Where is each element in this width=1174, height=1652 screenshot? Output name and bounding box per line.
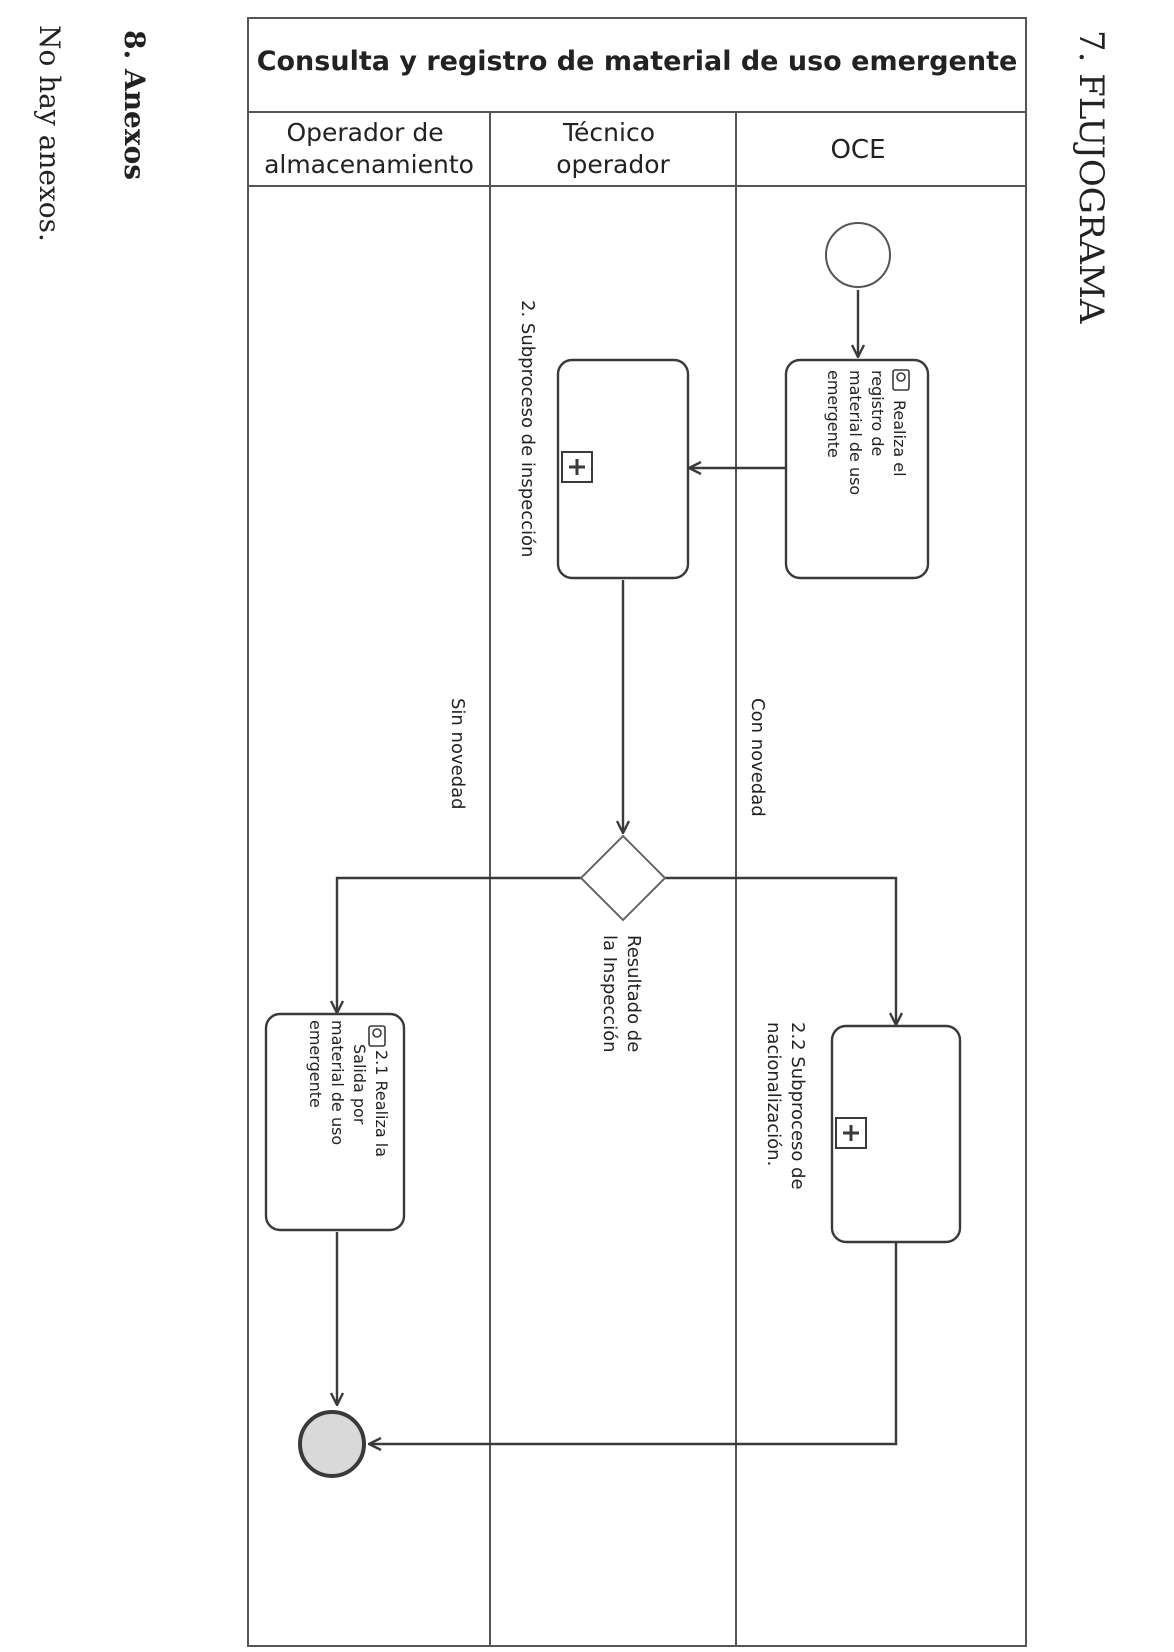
plus-marker-icon — [561, 451, 593, 483]
lane-header-tecnico: Técnico operador — [556, 118, 670, 179]
gateway-label: Resultado de la Inspección — [599, 935, 644, 1058]
lane-header-tecnico-line1: Técnico — [562, 118, 655, 147]
lane-header-tecnico-line2: operador — [556, 150, 670, 179]
task-register-box — [784, 358, 930, 580]
gateway-inspection-result: Resultado de la Inspección — [579, 834, 667, 1058]
user-icon — [892, 369, 910, 391]
user-icon-head — [372, 1028, 382, 1038]
subprocess-nationalization-label: 2.2 Subproceso de nacionalización. — [763, 1022, 808, 1195]
gateway-diamond — [579, 834, 667, 922]
lane-header-almacenamiento: Operador de almacenamiento — [264, 118, 474, 179]
subprocess-inspection: 2. Subproceso de inspección — [517, 300, 690, 580]
gateway-label-line1: Resultado de — [623, 935, 644, 1052]
flow-con-novedad — [665, 876, 896, 1024]
lane-header-oce-line1: OCE — [830, 135, 885, 165]
task-register-line4: emergente — [824, 370, 843, 458]
subprocess-nationalization-line1: 2.2 Subproceso de — [787, 1022, 808, 1190]
task-exit: 2.1 Realiza la Salida por material de us… — [264, 1012, 406, 1232]
task-exit-line3: material de uso — [328, 1020, 347, 1145]
plus-marker-icon — [835, 1117, 867, 1149]
section7-heading: 7. FLUJOGRAMA — [1071, 30, 1111, 324]
lane-header-oce: OCE — [830, 135, 885, 165]
task-register-line3: material de uso — [846, 370, 865, 495]
subprocess-nationalization-line2: nacionalización. — [763, 1022, 784, 1166]
subprocess-nationalization: 2.2 Subproceso de nacionalización. — [763, 1022, 962, 1244]
task-register-line1: Realiza el — [890, 400, 909, 477]
lane-header-almacenamiento-line1: Operador de — [286, 118, 443, 147]
flow-sin-novedad — [337, 876, 581, 1012]
pool — [247, 17, 1027, 1647]
plus-marker-frame — [561, 451, 593, 483]
user-icon — [368, 1025, 386, 1047]
section8-heading: 8. Anexos — [118, 30, 151, 180]
subprocess-inspection-box — [556, 358, 690, 580]
task-exit-line1: 2.1 Realiza la — [372, 1050, 391, 1157]
section8-body: No hay anexos. — [33, 25, 66, 242]
task-register-line2: registro de — [868, 370, 887, 456]
label-con-novedad: Con novedad — [747, 698, 768, 817]
gateway-label-line2: la Inspección — [599, 935, 620, 1053]
task-exit-line4: emergente — [306, 1020, 325, 1108]
flow-nationalization-to-end — [370, 1242, 898, 1444]
task-register-label: Realiza el registro de material de uso e… — [824, 370, 909, 500]
user-icon-body — [368, 1025, 386, 1047]
task-exit-label: 2.1 Realiza la Salida por material de us… — [306, 1020, 391, 1162]
start-event — [825, 222, 891, 288]
task-exit-line2: Salida por — [350, 1044, 369, 1125]
connectors — [337, 290, 896, 1444]
user-icon-body — [892, 369, 910, 391]
end-event — [298, 1410, 366, 1478]
pool-frame — [247, 17, 1027, 1647]
task-exit-box — [264, 1012, 406, 1232]
plus-marker-cross — [843, 1125, 859, 1141]
pool-title: Consulta y registro de material de uso e… — [257, 46, 1018, 77]
user-icon-head — [896, 372, 906, 382]
lane-header-almacenamiento-line2: almacenamiento — [264, 150, 474, 179]
subprocess-inspection-label: 2. Subproceso de inspección — [517, 300, 538, 557]
label-sin-novedad: Sin novedad — [447, 698, 468, 810]
task-register: Realiza el registro de material de uso e… — [784, 358, 930, 580]
subprocess-nationalization-box — [830, 1024, 962, 1244]
plus-marker-cross — [569, 459, 585, 475]
